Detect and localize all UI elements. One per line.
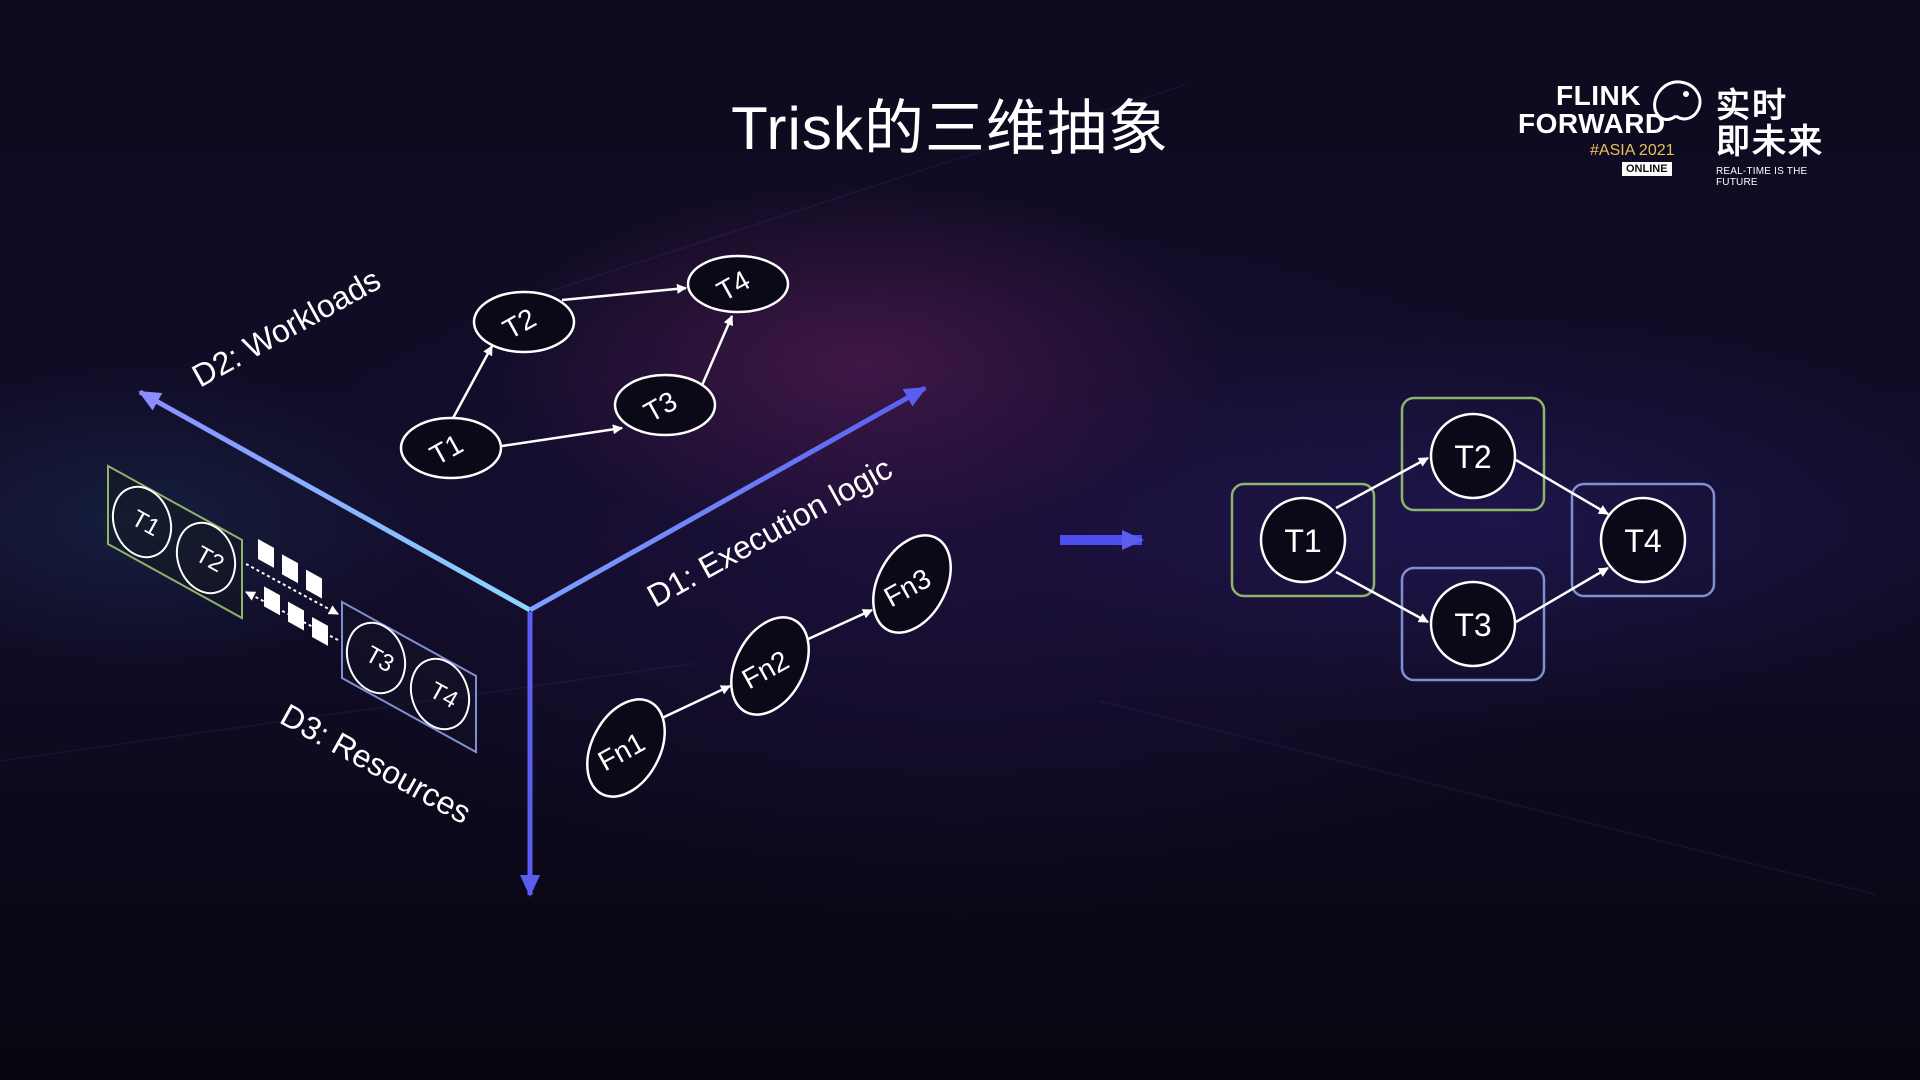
node-label: T3 (1454, 607, 1491, 643)
node-label: T1 (1284, 523, 1321, 559)
logo-badge-online: ONLINE (1622, 162, 1672, 176)
function-node-fn2: Fn2 (730, 616, 810, 716)
result-box-t1 (1230, 482, 1376, 598)
result-node-t3: T3 (1429, 580, 1517, 668)
node-label: T2 (1454, 439, 1491, 475)
state-migration-blocks (258, 539, 328, 646)
execution-logic-chain: Fn1 Fn2 Fn3 (586, 534, 952, 798)
result-graph: T1 T2 T3 T4 (1230, 396, 1716, 682)
axis-label-d2: D2: Workloads (186, 261, 386, 394)
resource-group-b: T3 T4 (341, 600, 477, 754)
edge-t1-t3 (501, 424, 623, 448)
flink-forward-logo: FLINK FORWARD #ASIA 2021 ONLINE 实时 即未来 R… (1518, 72, 1838, 192)
squirrel-icon (1653, 80, 1702, 121)
result-edge-t1-t2 (1335, 456, 1429, 510)
edge-fn2-fn3 (805, 608, 873, 642)
logo-text-future: 即未来 (1716, 123, 1824, 161)
node-label: T4 (1624, 523, 1661, 559)
workload-node-t4: T4 (686, 254, 790, 314)
function-node-fn1: Fn1 (586, 698, 666, 798)
result-edge-t3-t4 (1515, 566, 1609, 624)
logo-text-realtime: 实时 (1716, 87, 1788, 125)
result-box-t4 (1570, 482, 1716, 598)
axis-d1-execution-logic (528, 385, 927, 613)
axis-d2-workloads (138, 389, 532, 613)
result-node-t2: T2 (1429, 412, 1517, 500)
workload-node-t1: T1 (399, 416, 503, 480)
logo-text-subtitle: REAL-TIME IS THE FUTURE (1716, 166, 1808, 188)
logo-text-flink: FLINK (1556, 80, 1641, 111)
logo-text-asia: #ASIA 2021 (1590, 142, 1675, 159)
workloads-graph: T1 T2 T3 T4 (399, 254, 790, 480)
result-edge-t2-t4 (1515, 458, 1609, 516)
resource-group-a: T1 T2 (107, 464, 243, 620)
result-node-t1: T1 (1259, 496, 1347, 584)
edge-t2-t4 (561, 283, 687, 302)
edge-fn1-fn2 (661, 684, 731, 720)
workload-node-t2: T2 (472, 290, 576, 354)
edge-t1-t2 (450, 345, 494, 421)
result-node-t4: T4 (1599, 496, 1687, 584)
function-node-fn3: Fn3 (872, 534, 952, 634)
edge-t3-t4 (698, 315, 734, 391)
logo-text-forward: FORWARD (1518, 108, 1666, 139)
migration-dotted-arrow-left (245, 591, 339, 641)
workload-node-t3: T3 (613, 373, 717, 437)
result-box-t3 (1400, 566, 1546, 682)
result-box-t2 (1400, 396, 1546, 512)
result-edge-t1-t3 (1335, 570, 1429, 624)
slide-title: Trisk的三维抽象 (731, 95, 1169, 162)
